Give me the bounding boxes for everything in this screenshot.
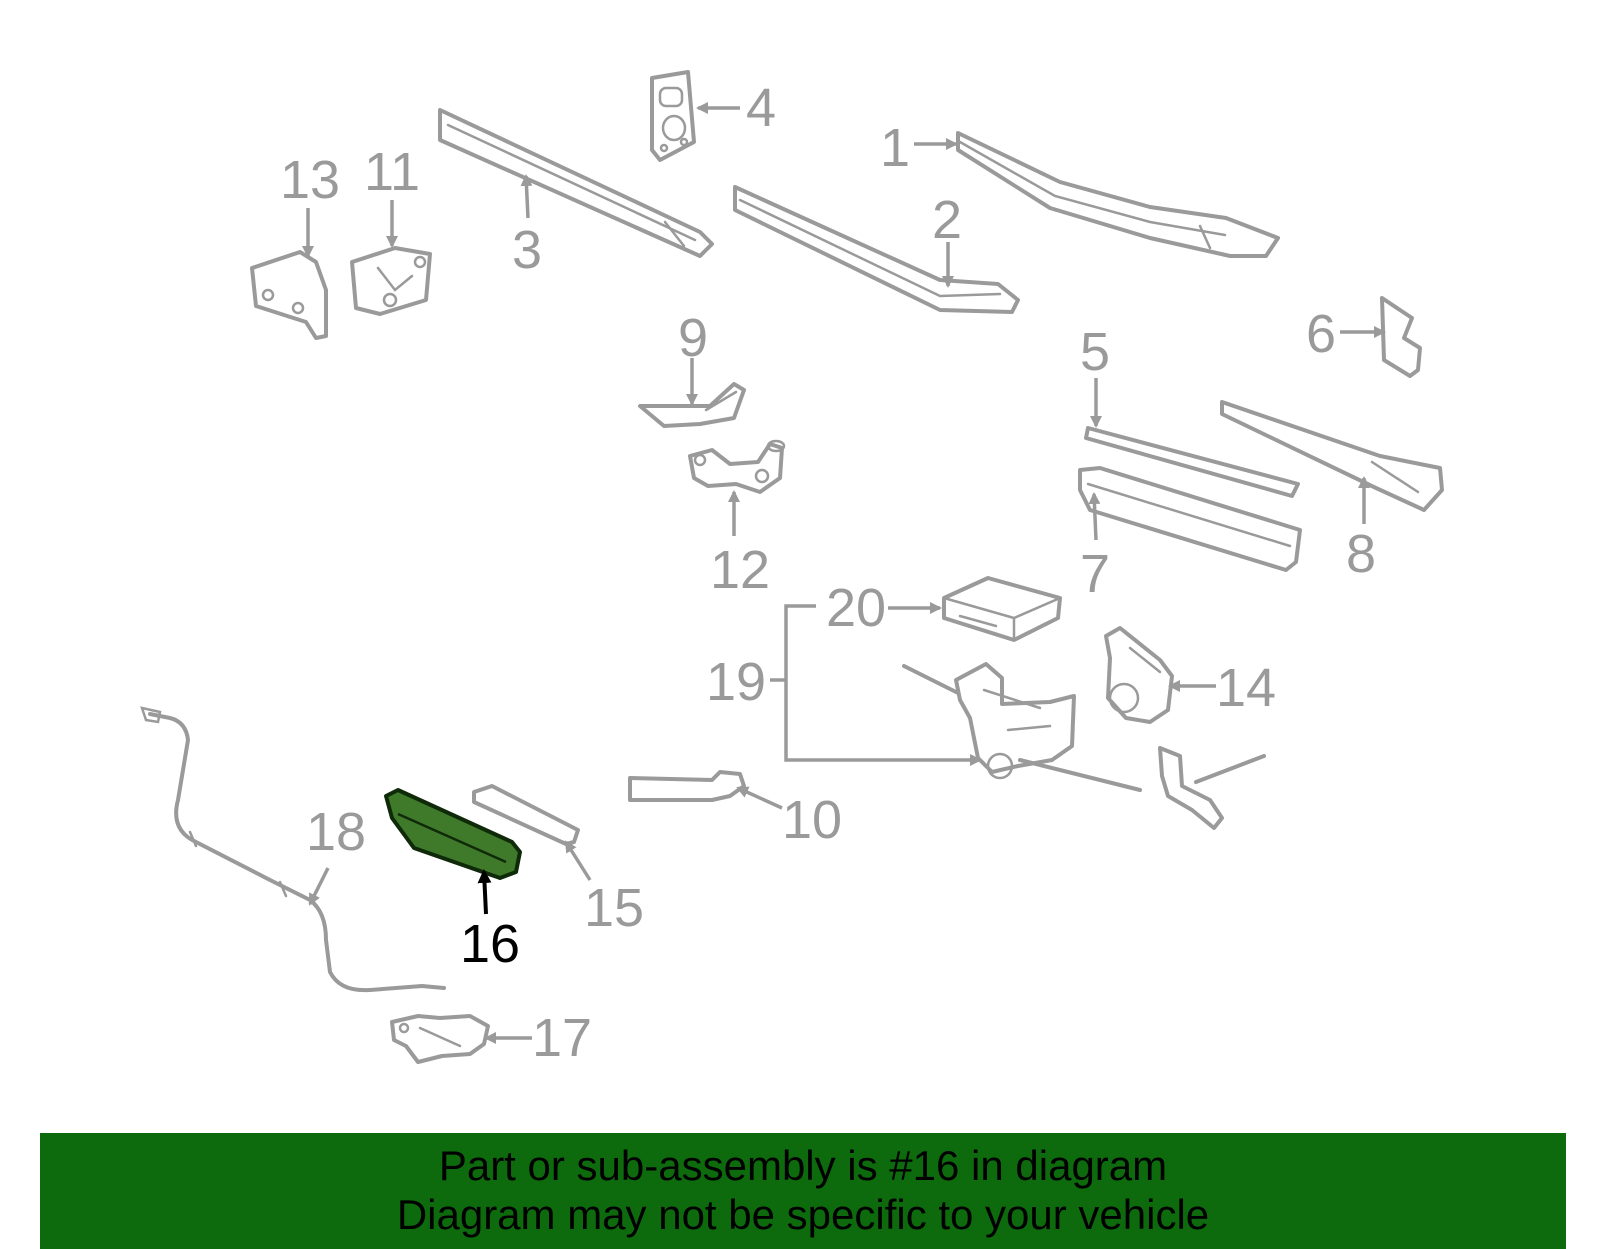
callout-8: 8: [1346, 524, 1376, 584]
part-13-bracket: [250, 250, 328, 340]
callout-9: 9: [678, 308, 708, 368]
part-4-bracket: [650, 70, 696, 162]
callout-20: 20: [826, 578, 886, 638]
callout-19: 19: [706, 652, 766, 712]
part-8-beam: [1220, 400, 1444, 512]
callout-10: 10: [782, 790, 842, 850]
callout-4: 4: [746, 78, 776, 138]
callout-7: 7: [1080, 544, 1110, 604]
callout-12: 12: [710, 540, 770, 600]
callout-18: 18: [306, 802, 366, 862]
part-18-cable: [140, 706, 446, 993]
callout-6: 6: [1306, 304, 1336, 364]
callout-13: 13: [280, 150, 340, 210]
part-1-beam: [956, 131, 1280, 258]
leader-lines: [302, 102, 1386, 1044]
part-12-hinge: [688, 439, 786, 494]
callout-16-highlighted: 16: [460, 914, 520, 974]
callout-2: 2: [932, 190, 962, 250]
part-9-bracket: [638, 382, 746, 428]
info-banner: Part or sub-assembly is #16 in diagram D…: [40, 1133, 1566, 1249]
callout-labels: 4 3 1 2 13 11 9 12 5 7 6 8 20 19 14 10 1…: [280, 78, 1376, 1068]
part-5-strip: [1084, 426, 1300, 498]
callout-17: 17: [532, 1008, 592, 1068]
callout-14: 14: [1216, 658, 1276, 718]
callout-11: 11: [364, 142, 420, 202]
part-14-motor: [1104, 626, 1174, 724]
part-16-highlighted: [384, 788, 522, 880]
part-2-beam: [733, 185, 1020, 314]
part-11-bracket: [350, 246, 432, 316]
part-20-module: [942, 576, 1062, 642]
part-7-panel: [1078, 466, 1302, 572]
banner-line-2: Diagram may not be specific to your vehi…: [396, 1191, 1210, 1238]
part-3-beam: [438, 108, 714, 258]
part-10-bracket: [628, 770, 746, 802]
part-6-bracket: [1380, 296, 1422, 378]
part-19-linkage: [902, 662, 1266, 830]
callout-5: 5: [1080, 322, 1110, 382]
callout-3: 3: [512, 220, 542, 280]
callout-15: 15: [584, 878, 644, 938]
callout-1: 1: [880, 118, 910, 178]
part-17-latch: [390, 1014, 490, 1064]
banner-line-1: Part or sub-assembly is #16 in diagram: [438, 1142, 1168, 1189]
